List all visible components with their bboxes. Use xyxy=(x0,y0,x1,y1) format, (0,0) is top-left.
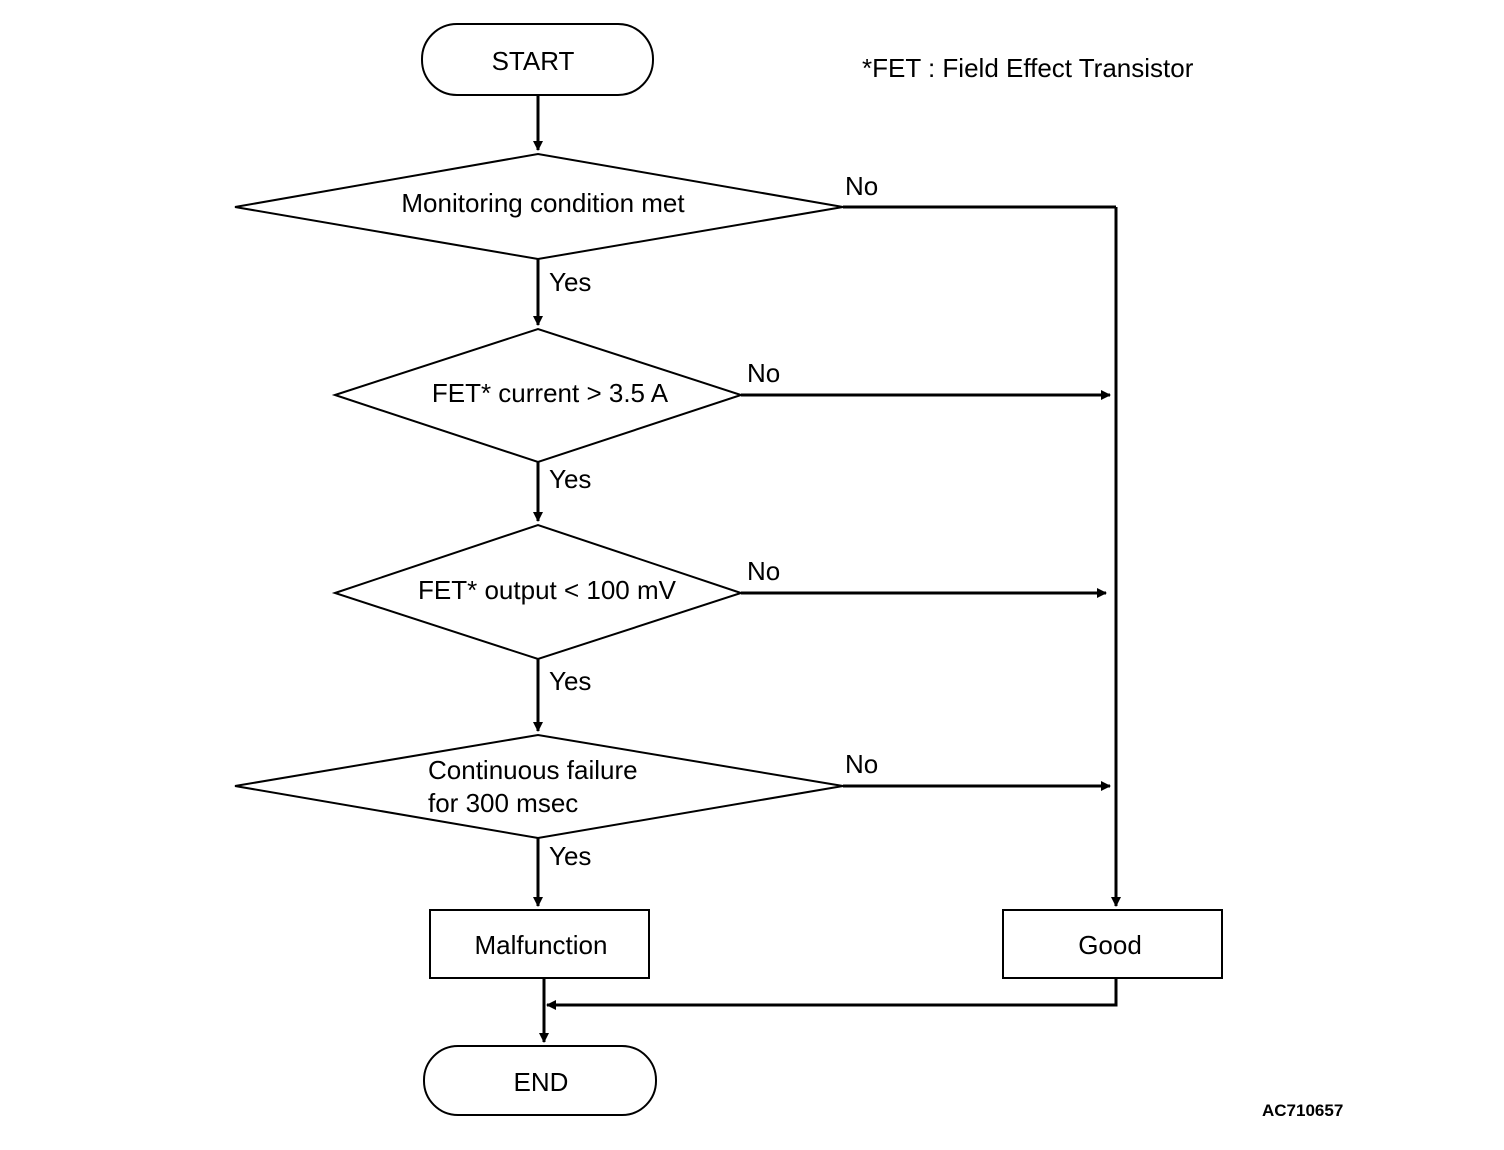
decision-monitoring-condition xyxy=(234,152,844,261)
good-box xyxy=(1002,909,1223,979)
decision-2-text: FET* current > 3.5 A xyxy=(432,378,669,408)
decision-3-yes-label: Yes xyxy=(549,666,591,696)
start-terminal xyxy=(421,23,654,96)
end-label: END xyxy=(514,1067,569,1097)
decision-4-text-line-2: for 300 msec xyxy=(428,788,578,818)
decision-4-yes-label: Yes xyxy=(549,841,591,871)
decision-1-no-label: No xyxy=(845,171,878,201)
decision-3-no-label: No xyxy=(747,556,780,586)
end-terminal xyxy=(423,1045,657,1116)
decision-fet-current xyxy=(331,327,745,464)
footnote: *FET : Field Effect Transistor xyxy=(862,53,1194,83)
start-label: START xyxy=(492,46,575,76)
decision-1-text: Monitoring condition met xyxy=(401,188,685,218)
decision-2-no-label: No xyxy=(747,358,780,388)
decision-2-yes-label: Yes xyxy=(549,464,591,494)
decision-4-no-label: No xyxy=(845,749,878,779)
decision-continuous-failure xyxy=(234,733,844,840)
connector-good-to-end xyxy=(546,978,1118,1010)
decision-fet-output xyxy=(331,523,745,661)
decision-1-yes-label: Yes xyxy=(549,267,591,297)
decision-4-text-line-1: Continuous failure xyxy=(428,755,638,785)
good-label: Good xyxy=(1078,930,1142,960)
figure-code: AC710657 xyxy=(1262,1101,1343,1120)
malfunction-box xyxy=(429,909,650,979)
malfunction-label: Malfunction xyxy=(475,930,608,960)
decision-3-text: FET* output < 100 mV xyxy=(418,575,677,605)
